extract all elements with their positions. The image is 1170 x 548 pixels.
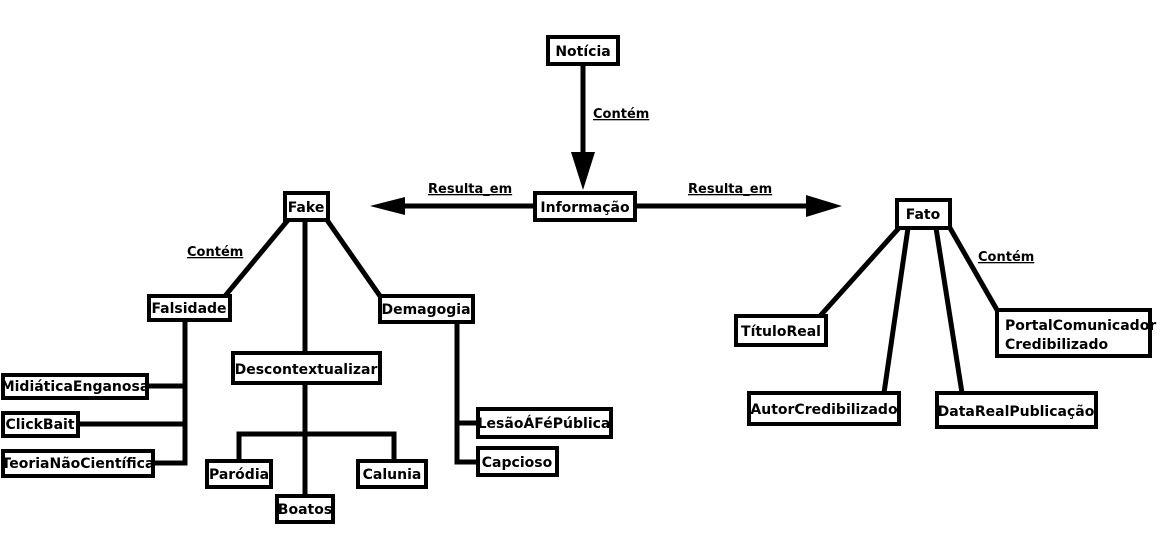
node-parodia[interactable]: Paródia	[205, 459, 273, 489]
edge-fake-falsidade	[221, 216, 292, 300]
node-portal-line2-label: Credibilizado	[1005, 337, 1109, 353]
node-teoria-nao-cientifica-label: TeoriaNãoCientífica	[2, 456, 155, 472]
edge-fato-titulo	[816, 224, 903, 320]
node-fato[interactable]: Fato	[895, 198, 952, 230]
node-titulo-real[interactable]: TítuloReal	[734, 314, 828, 347]
node-teoria-nao-cientifica[interactable]: TeoriaNãoCientífica	[1, 449, 155, 478]
node-demagogia[interactable]: Demagogia	[378, 294, 475, 324]
edge-label-fake-contem: Contém	[187, 245, 243, 260]
arrowhead-left	[370, 197, 405, 215]
node-falsidade[interactable]: Falsidade	[147, 294, 232, 322]
node-data-real-publicacao-label: DataRealPublicação	[938, 404, 1095, 420]
edges	[75, 61, 1001, 499]
node-informacao-label: Informação	[540, 200, 630, 216]
node-capcioso-label: Capcioso	[482, 455, 553, 471]
node-capcioso[interactable]: Capcioso	[476, 446, 559, 477]
node-fake[interactable]: Fake	[283, 191, 330, 222]
nodes: Notícia Informação Fake Fato Falsidade D…	[1, 35, 1156, 524]
edge-label-fato-contem: Contém	[978, 250, 1034, 265]
arrowhead-down	[571, 152, 595, 190]
node-lesao-a-fe-publica-label: LesãoÁFéPública	[478, 415, 611, 432]
node-informacao[interactable]: Informação	[533, 191, 637, 222]
edge-label-resulta-em-right: Resulta_em	[688, 182, 772, 197]
edge-label-resulta-em-left: Resulta_em	[428, 182, 512, 197]
node-boatos[interactable]: Boatos	[275, 494, 335, 524]
node-demagogia-label: Demagogia	[381, 302, 470, 318]
arrowhead-right	[806, 195, 842, 217]
node-portal-comunicador-credibilizado[interactable]: PortalComunicador Credibilizado	[995, 308, 1156, 358]
node-descontextualizar[interactable]: Descontextualizar	[231, 351, 382, 385]
node-clickbait[interactable]: ClickBait	[1, 411, 80, 438]
node-portal-line1-label: PortalComunicador	[1005, 318, 1156, 334]
node-clickbait-label: ClickBait	[5, 417, 74, 433]
node-calunia[interactable]: Calunia	[356, 459, 428, 489]
node-noticia[interactable]: Notícia	[546, 35, 620, 66]
edge-label-noticia-contem: Contém	[593, 107, 649, 122]
node-data-real-publicacao[interactable]: DataRealPublicação	[935, 391, 1098, 429]
node-autor-credibilizado-label: AutorCredibilizado	[750, 402, 898, 418]
edge-labels: Contém Resulta_em Resulta_em Contém Cont…	[187, 107, 1034, 265]
edge-fato-portal	[946, 224, 1001, 314]
edge-fake-demagogia	[323, 216, 384, 300]
node-midiatica-enganosa[interactable]: MidiáticaEnganosa	[1, 373, 150, 400]
node-descontextualizar-label: Descontextualizar	[235, 362, 378, 378]
node-falsidade-label: Falsidade	[151, 301, 226, 317]
node-calunia-label: Calunia	[363, 467, 422, 483]
node-lesao-a-fe-publica[interactable]: LesãoÁFéPública	[476, 407, 613, 439]
edge-fato-data	[933, 225, 965, 396]
node-titulo-real-label: TítuloReal	[741, 324, 821, 340]
node-midiatica-enganosa-label: MidiáticaEnganosa	[1, 379, 150, 395]
edge-fato-autor	[881, 225, 911, 396]
node-noticia-label: Notícia	[555, 44, 610, 60]
node-parodia-label: Paródia	[209, 467, 269, 483]
node-fake-label: Fake	[288, 200, 325, 216]
node-autor-credibilizado[interactable]: AutorCredibilizado	[747, 391, 901, 426]
node-fato-label: Fato	[906, 207, 941, 223]
node-boatos-label: Boatos	[278, 502, 332, 518]
